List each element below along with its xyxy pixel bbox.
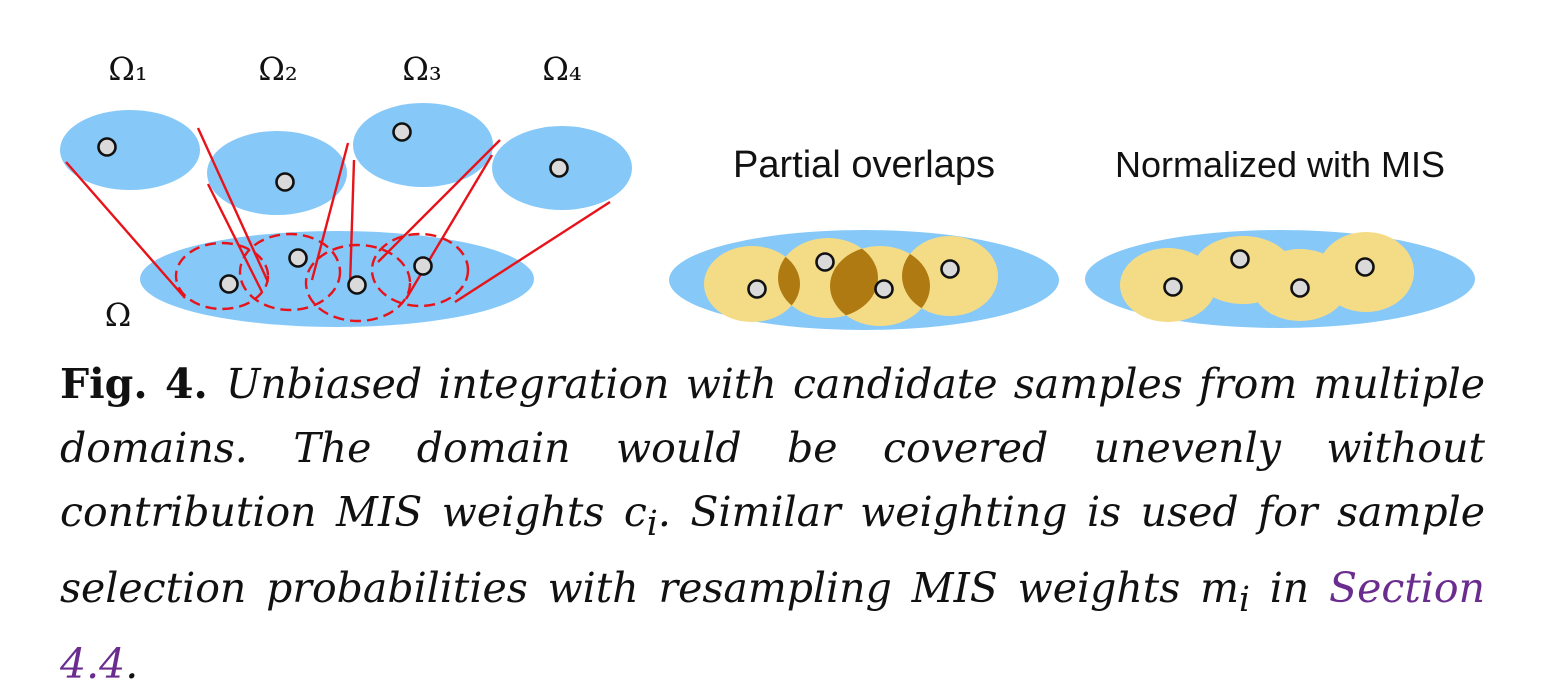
projected-subdomain-1 xyxy=(174,241,270,311)
sample-point xyxy=(940,259,960,279)
caption-text-end: . xyxy=(125,640,139,689)
mapping-lines xyxy=(65,127,611,304)
sample-point xyxy=(1355,257,1375,277)
figure-number: Fig. 4. xyxy=(60,360,208,408)
sample-point xyxy=(1163,277,1183,297)
sample-points-left xyxy=(97,122,569,295)
caption-text-middle: . Similar weighting is used for sample s… xyxy=(60,488,1485,613)
overlap-region xyxy=(830,246,878,318)
sample-point xyxy=(392,122,412,142)
sample-point xyxy=(1230,249,1250,269)
mapping-line xyxy=(310,142,350,281)
sample-point xyxy=(874,279,894,299)
normalized-panel: Normalized with MIS xyxy=(1085,144,1475,328)
mapping-line xyxy=(65,161,186,299)
projected-subdomains xyxy=(174,232,470,323)
domain-ellipse xyxy=(140,231,534,327)
projected-subdomain-3 xyxy=(304,243,412,323)
subdomain-label-1: Ω₁ xyxy=(108,50,147,88)
caption-text-before: Unbiased integration with candidate samp… xyxy=(60,360,1486,536)
subdomain-label-4: Ω₄ xyxy=(542,50,581,88)
mapping-line xyxy=(206,183,264,293)
caption-subscript-c: i xyxy=(646,504,658,545)
partial-overlaps-panel: Partial overlaps xyxy=(669,144,1059,330)
normalized-title: Normalized with MIS xyxy=(1115,144,1445,185)
figure-diagram: Ω₁ Ω₂ Ω₃ Ω₄ Ω xyxy=(60,50,1475,334)
projected-subdomain-2 xyxy=(238,232,342,312)
domain-label: Ω xyxy=(105,296,132,334)
caption-text-in: in xyxy=(1249,564,1329,613)
sample-point xyxy=(815,252,835,272)
figure-caption: Fig. 4.Unbiased integration with candida… xyxy=(60,352,1485,696)
subdomain-ellipse-2 xyxy=(207,131,347,215)
mapping-line xyxy=(196,127,270,283)
subdomains-panel: Ω₁ Ω₂ Ω₃ Ω₄ Ω xyxy=(60,50,632,334)
subdomain-label-2: Ω₂ xyxy=(258,50,297,88)
sample-points-normalized xyxy=(1163,249,1375,298)
sample-point xyxy=(288,248,308,268)
sample-points-partial xyxy=(747,252,960,299)
subdomain-ellipse-1 xyxy=(60,110,200,190)
partial-overlaps-title: Partial overlaps xyxy=(733,144,995,186)
sample-point xyxy=(347,275,367,295)
projected-subdomain-4 xyxy=(370,232,470,308)
sample-point xyxy=(275,172,295,192)
caption-subscript-m: i xyxy=(1238,580,1250,621)
sample-point xyxy=(413,256,433,276)
mapping-line xyxy=(348,159,356,286)
sample-point xyxy=(549,158,569,178)
sample-point xyxy=(219,274,239,294)
sample-point xyxy=(1290,278,1310,298)
mapping-line xyxy=(377,139,501,263)
sample-point xyxy=(747,279,767,299)
subdomain-ellipse-3 xyxy=(353,103,493,187)
sample-point xyxy=(97,137,117,157)
subdomain-label-3: Ω₃ xyxy=(402,50,441,88)
mapping-line xyxy=(454,200,611,304)
